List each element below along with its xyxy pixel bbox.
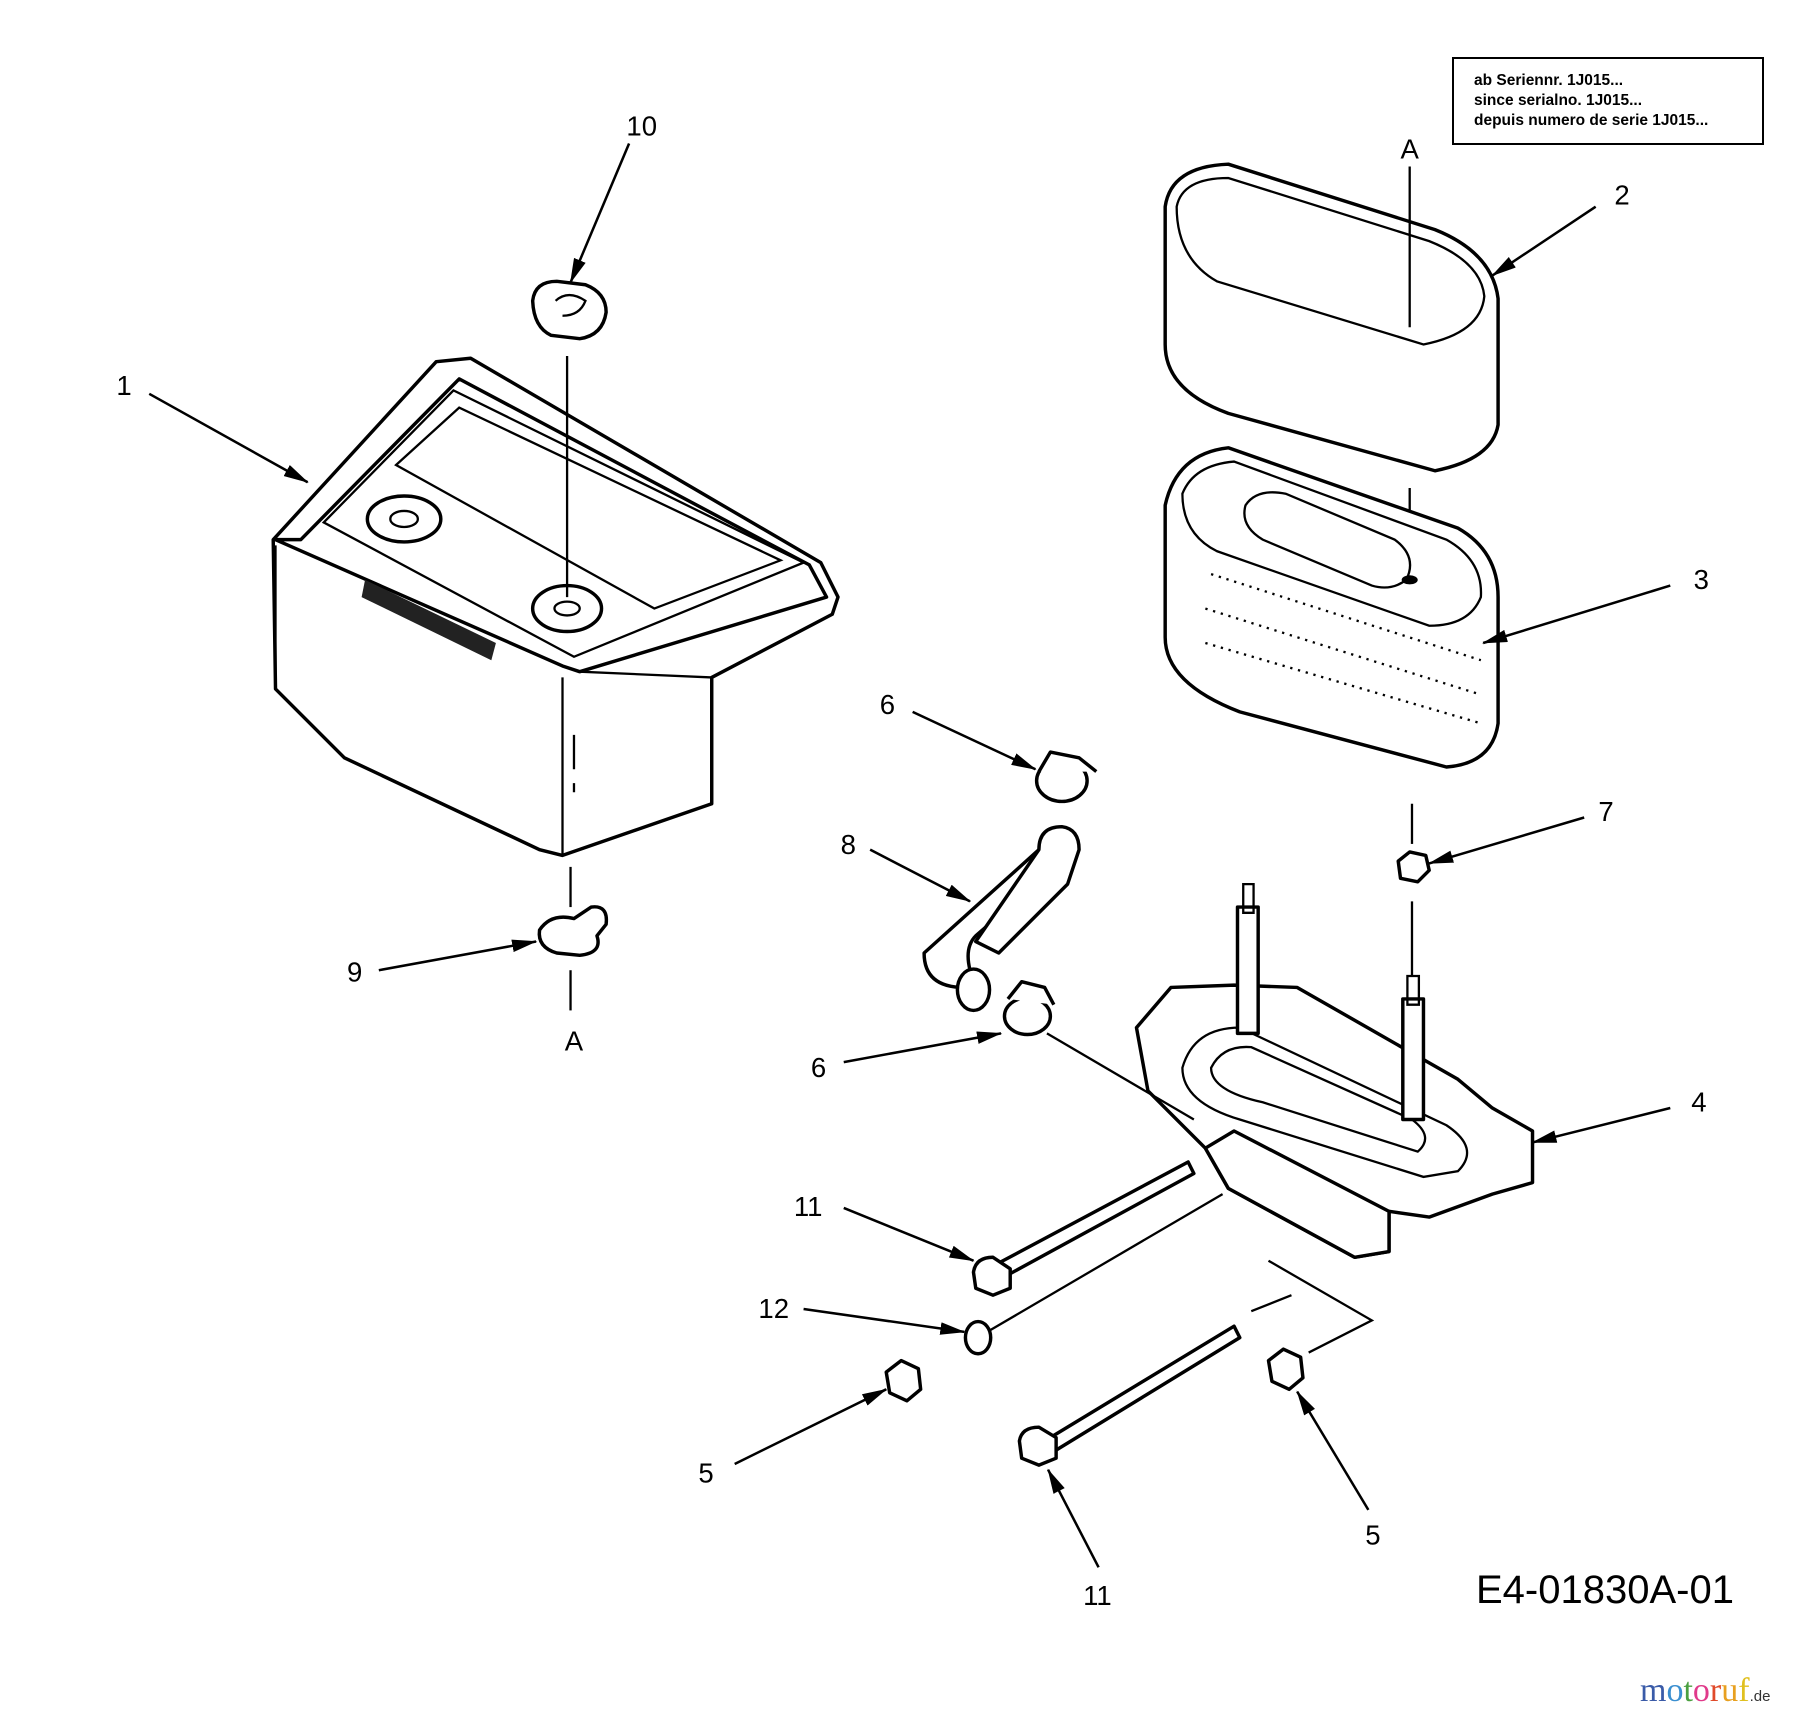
callout-9: 9 xyxy=(347,957,362,988)
note-line-fr: depuis numero de serie 1J015... xyxy=(1474,112,1709,129)
callout-8: 8 xyxy=(841,829,856,860)
drawing-number: E4-01830A-01 xyxy=(1476,1568,1734,1612)
logo-letter: f xyxy=(1738,1672,1750,1709)
bolt-part-11-upper xyxy=(971,1160,1196,1297)
callout-5-right: 5 xyxy=(1365,1519,1380,1550)
alignment-mark-a-bottom: A xyxy=(565,1026,584,1057)
nut-part-5-left xyxy=(884,1358,923,1403)
serial-number-note: ab Seriennr. 1J015... since serialno. 1J… xyxy=(1452,57,1764,145)
callout-5-left: 5 xyxy=(698,1457,713,1488)
callout-2: 2 xyxy=(1614,179,1629,210)
logo-suffix: .de xyxy=(1749,1688,1771,1705)
nut-part-5-right xyxy=(1266,1347,1305,1392)
callout-12: 12 xyxy=(758,1293,789,1324)
note-line-en: since serialno. 1J015... xyxy=(1474,92,1643,109)
hose-clamp-part-6-top xyxy=(1034,750,1098,804)
logo-letter: r xyxy=(1709,1672,1722,1709)
logo-letter: o xyxy=(1666,1672,1684,1709)
logo-letter: m xyxy=(1640,1672,1667,1709)
base-plate-part-4 xyxy=(1134,882,1535,1259)
brand-plate xyxy=(361,579,496,661)
logo-letter: u xyxy=(1721,1672,1739,1709)
alignment-mark-a-top: A xyxy=(1401,133,1420,164)
callout-1: 1 xyxy=(116,370,131,401)
wing-nut-part-9 xyxy=(537,905,609,958)
note-line-de: ab Seriennr. 1J015... xyxy=(1474,72,1624,89)
nut-part-7 xyxy=(1396,850,1431,884)
callout-11-upper: 11 xyxy=(794,1191,823,1222)
leader-lines xyxy=(148,143,1671,1568)
hose-clamp-part-6-bottom xyxy=(1002,979,1056,1037)
callout-3: 3 xyxy=(1694,564,1709,595)
bolt-part-11-lower xyxy=(1017,1324,1242,1467)
callout-10: 10 xyxy=(626,110,657,141)
callout-6-top: 6 xyxy=(880,689,895,720)
callout-11-lower: 11 xyxy=(1083,1580,1112,1611)
filter-element-part-3 xyxy=(1163,446,1500,769)
callout-6-bottom: 6 xyxy=(811,1052,826,1083)
logo-letter: t xyxy=(1683,1672,1693,1709)
pre-filter-part-2 xyxy=(1163,162,1500,473)
knob-part-10 xyxy=(530,279,608,341)
logo-letter: o xyxy=(1692,1672,1710,1709)
callout-4: 4 xyxy=(1691,1086,1706,1117)
motoruf-logo: motoruf.de xyxy=(1640,1672,1770,1710)
washer-part-12 xyxy=(963,1319,993,1356)
air-cleaner-cover xyxy=(271,356,840,858)
callout-7: 7 xyxy=(1598,796,1613,827)
